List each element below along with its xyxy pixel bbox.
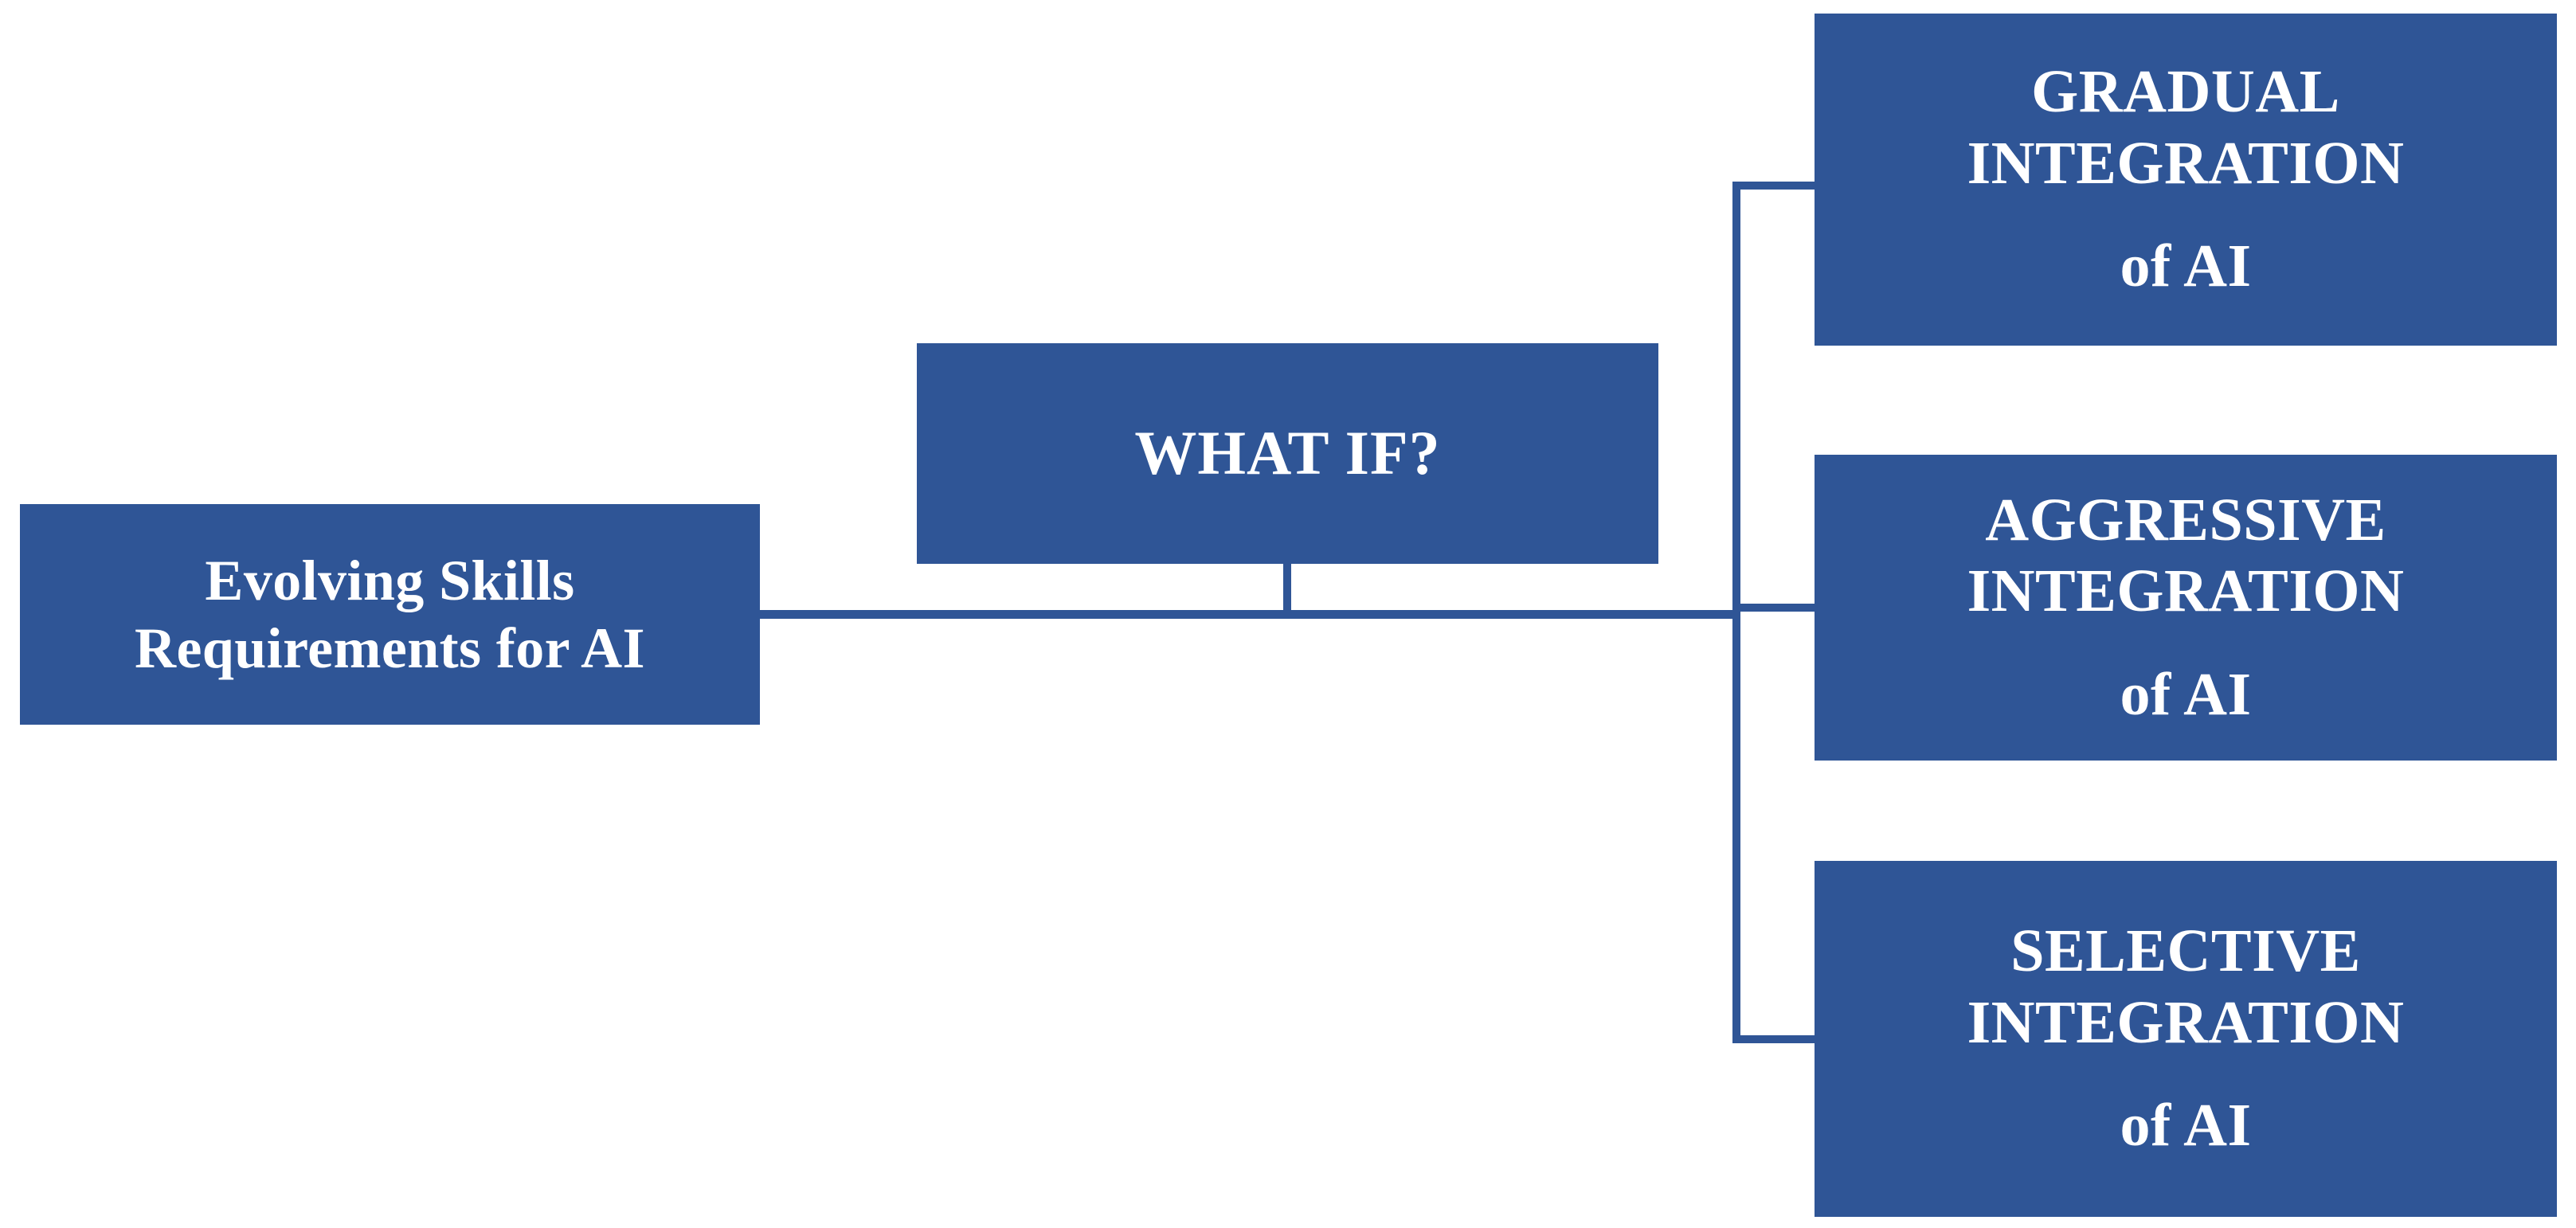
connector-branch-gradual: [1732, 182, 1815, 190]
node-pivot-label: WHAT IF?: [1134, 418, 1441, 488]
node-root-evolving-skills[interactable]: Evolving Skills Requirements for AI: [20, 504, 760, 725]
connector-pivot-stub: [1283, 564, 1291, 612]
node-pivot-what-if[interactable]: WHAT IF?: [917, 343, 1658, 564]
node-scenario-selective-title-line2: INTEGRATION: [1967, 988, 2405, 1056]
node-scenario-gradual-title-line2: INTEGRATION: [1967, 129, 2405, 197]
node-scenario-aggressive-subtitle: of AI: [2120, 660, 2252, 728]
node-scenario-gradual-integration[interactable]: GRADUAL INTEGRATION of AI: [1815, 14, 2557, 346]
node-scenario-selective-integration[interactable]: SELECTIVE INTEGRATION of AI: [1815, 861, 2557, 1217]
node-scenario-aggressive-title-line1: AGGRESSIVE: [1985, 486, 2386, 553]
node-root-label-line1: Evolving Skills: [205, 548, 575, 612]
connector-branch-selective: [1732, 1035, 1815, 1043]
node-scenario-selective-subtitle: of AI: [2120, 1092, 2252, 1160]
connector-root-to-trunk: [760, 610, 1738, 619]
node-scenario-aggressive-integration[interactable]: AGGRESSIVE INTEGRATION of AI: [1815, 455, 2557, 761]
node-scenario-aggressive-title-line2: INTEGRATION: [1967, 557, 2405, 625]
connector-trunk-vertical: [1732, 182, 1740, 1043]
connector-branch-aggressive: [1732, 604, 1815, 612]
node-scenario-gradual-subtitle: of AI: [2120, 233, 2252, 300]
node-scenario-gradual-title-line1: GRADUAL: [2031, 58, 2340, 126]
node-scenario-selective-title-line1: SELECTIVE: [2010, 917, 2361, 985]
node-root-label-line2: Requirements for AI: [135, 616, 645, 680]
